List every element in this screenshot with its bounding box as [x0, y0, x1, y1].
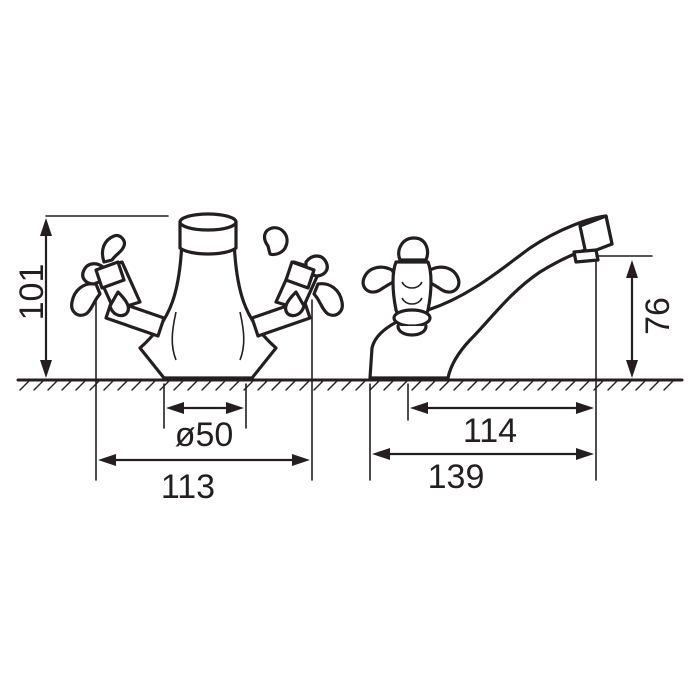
hatch-mark: [383, 379, 395, 391]
hatch-mark: [635, 379, 647, 391]
hatch-mark: [229, 379, 241, 391]
label-front-diameter: ø50: [175, 416, 234, 454]
hatch-mark: [47, 379, 59, 391]
hatch-mark: [131, 379, 143, 391]
hatch-mark: [649, 379, 661, 391]
hatch-mark: [215, 379, 227, 391]
hatch-mark: [411, 379, 423, 391]
hatch-mark: [397, 379, 409, 391]
hatch-mark: [89, 379, 101, 391]
dimension-diameter-50: [166, 402, 244, 414]
hatch-mark: [565, 379, 577, 391]
hatch-mark: [117, 379, 129, 391]
dimension-113: [98, 454, 310, 466]
ground-line: [16, 378, 684, 391]
hatch-mark: [201, 379, 213, 391]
hatch-mark: [103, 379, 115, 391]
hatch-mark: [75, 379, 87, 391]
label-side-height: 76: [639, 297, 677, 335]
dimension-101: [40, 218, 52, 378]
label-front-width: 113: [161, 468, 215, 506]
hatch-mark: [607, 379, 619, 391]
hatch-mark: [173, 379, 185, 391]
front-body: [138, 238, 278, 380]
hatch-mark: [61, 379, 73, 391]
hatch-mark: [257, 379, 269, 391]
front-right-handle: [262, 226, 344, 318]
hatch-mark: [453, 379, 465, 391]
hatch-mark: [313, 379, 325, 391]
hatch-mark: [299, 379, 311, 391]
hatch-mark: [187, 379, 199, 391]
hatch-mark: [271, 379, 283, 391]
side-spout-tip: [578, 214, 614, 256]
side-handle: [361, 236, 461, 337]
hatch-mark: [19, 379, 31, 391]
front-spout-opening: [178, 212, 238, 232]
hatch-mark: [467, 379, 479, 391]
label-front-height: 101: [13, 264, 51, 321]
extension-lines: [45, 215, 653, 481]
hatch-mark: [439, 379, 451, 391]
hatch-mark: [663, 379, 675, 391]
hatch-mark: [621, 379, 633, 391]
hatch-mark: [579, 379, 591, 391]
hatch-mark: [369, 379, 381, 391]
hatch-mark: [551, 379, 563, 391]
hatch-mark: [355, 379, 367, 391]
label-side-reach: 114: [463, 412, 517, 450]
hatch-mark: [509, 379, 521, 391]
hatch-mark: [523, 379, 535, 391]
hatch-mark: [495, 379, 507, 391]
dimension-139: [372, 448, 594, 460]
hatch-mark: [285, 379, 297, 391]
label-side-length: 139: [428, 458, 485, 496]
hatch-mark: [33, 379, 45, 391]
dimension-76: [626, 260, 638, 378]
dimension-114: [410, 402, 594, 414]
hatch-mark: [327, 379, 339, 391]
hatch-mark: [481, 379, 493, 391]
hatch-mark: [159, 379, 171, 391]
hatch-mark: [341, 379, 353, 391]
side-view-faucet: [361, 214, 614, 380]
front-left-handle: [70, 234, 131, 318]
front-view-faucet: [70, 212, 344, 380]
hatch-mark: [145, 379, 157, 391]
hatch-mark: [425, 379, 437, 391]
hatch-mark: [537, 379, 549, 391]
